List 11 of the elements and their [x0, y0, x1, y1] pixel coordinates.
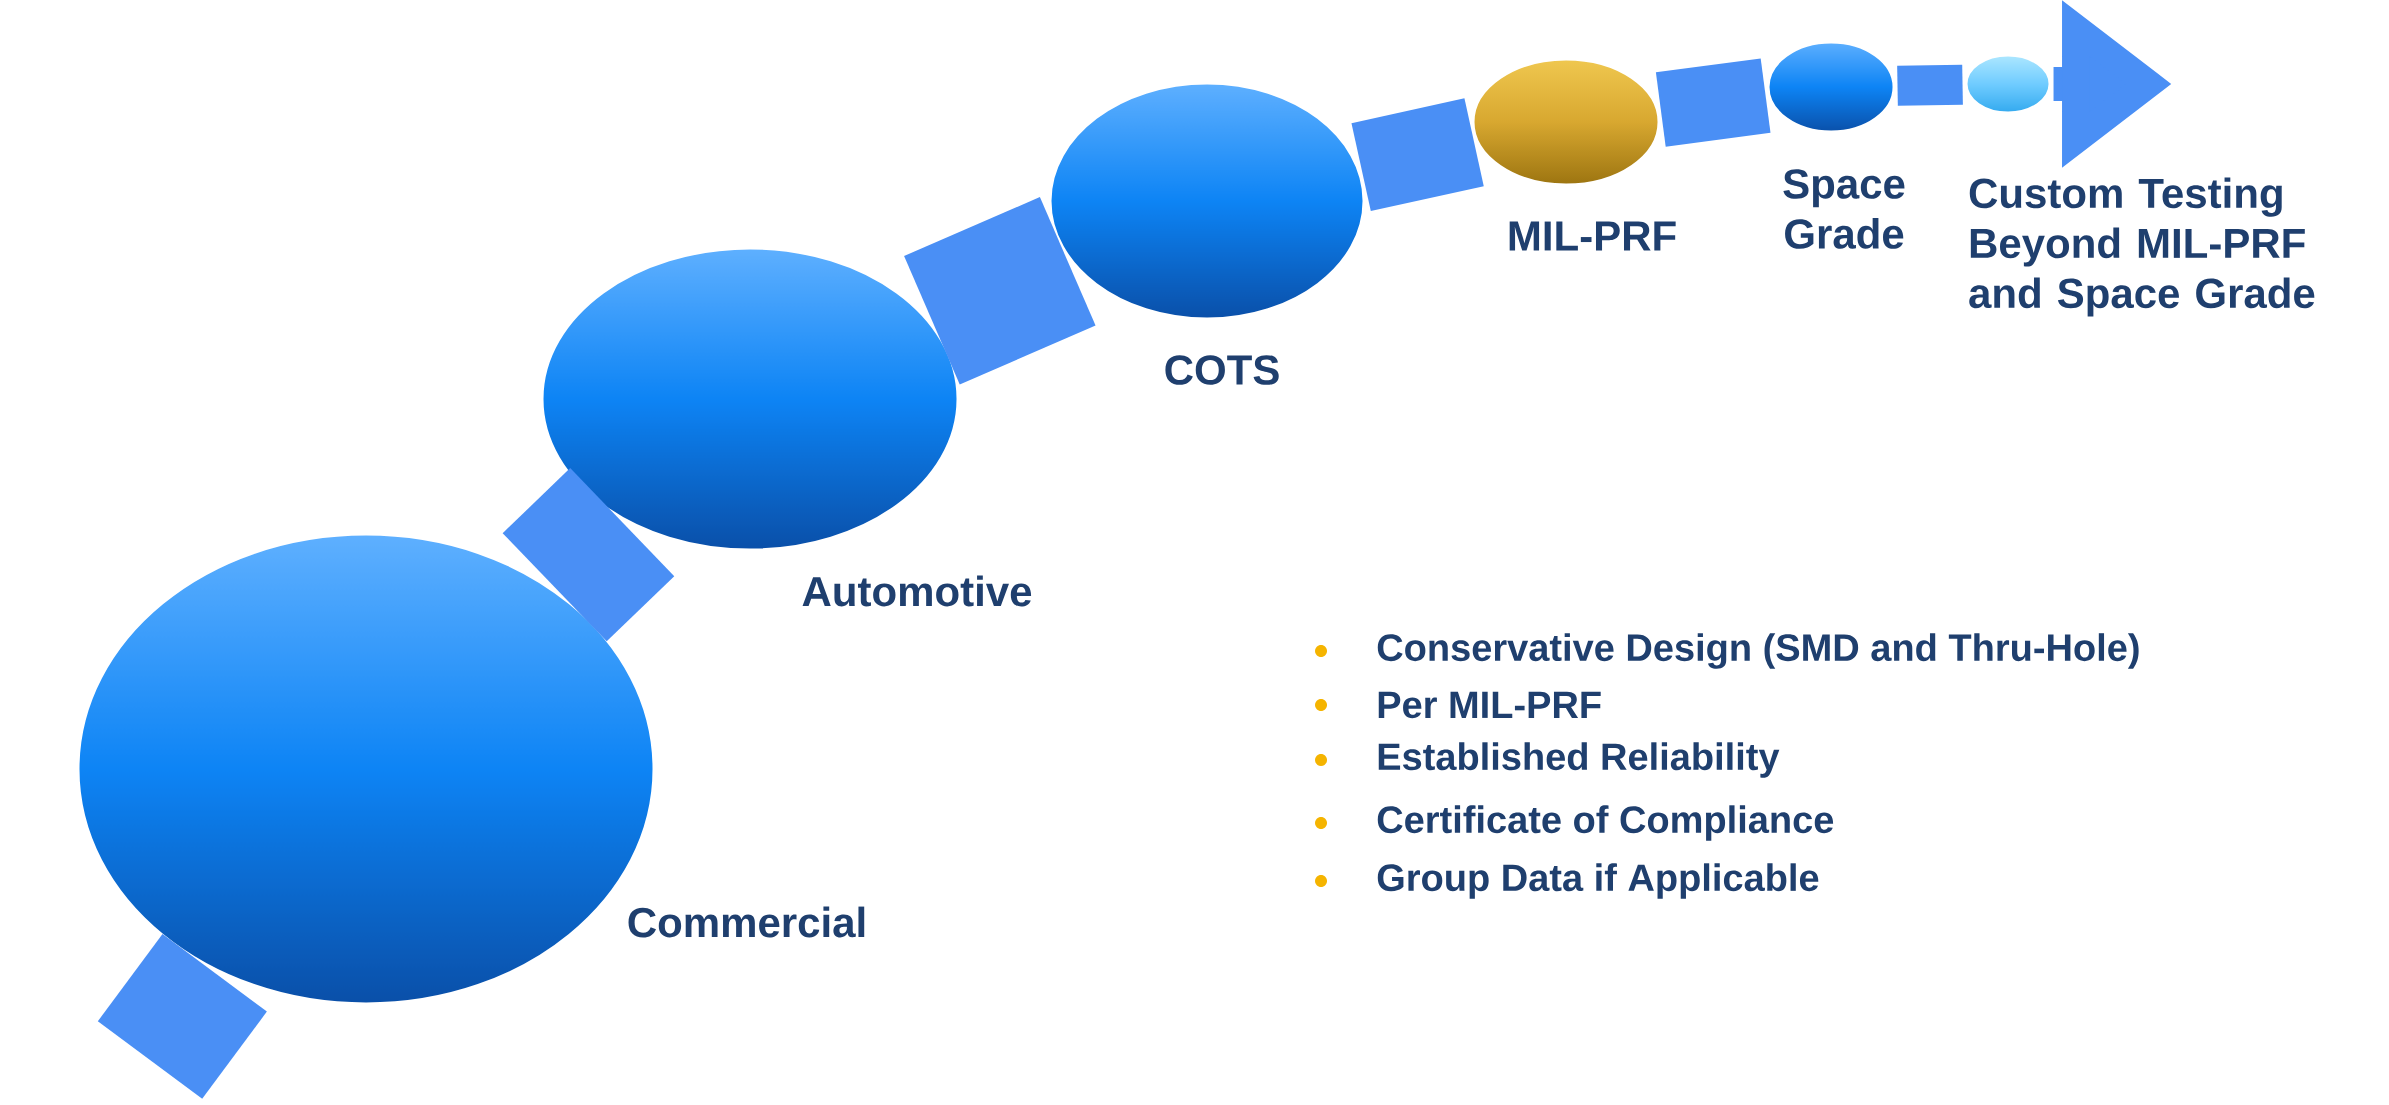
- bullet-text: Conservative Design (SMD and Thru-Hole): [1377, 633, 2139, 669]
- bullet-text: Group Data if Applicable: [1377, 863, 1819, 899]
- stage-label: Automotive: [802, 575, 1032, 607]
- stage-label: Commercial: [628, 906, 865, 938]
- bullet-text: Per MIL-PRF: [1378, 691, 1601, 719]
- stage-label: MIL-PRF: [1509, 221, 1676, 251]
- bullet-text: Established Reliability: [1378, 742, 1780, 778]
- stage-label: Space Grade: [1783, 169, 1905, 249]
- bullet-text: Certificate of Compliance: [1377, 805, 1834, 841]
- stage-label: COTS: [1165, 355, 1279, 385]
- stage-label: Custom Testing Beyond MIL-PRF and Space Grade: [1969, 177, 2315, 317]
